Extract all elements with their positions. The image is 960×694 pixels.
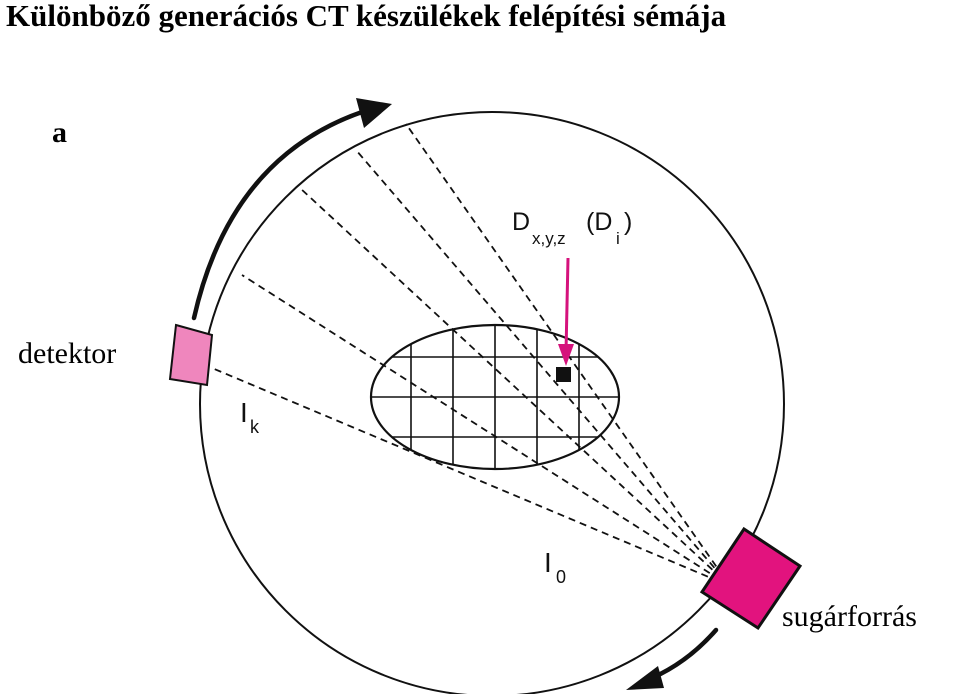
curved-arrow-icon	[626, 666, 664, 690]
detector-element	[168, 323, 214, 387]
beam-ray	[299, 187, 731, 587]
rotation-arrow-top	[191, 98, 392, 321]
intensity-0-label: I 0	[544, 547, 566, 587]
source-label: sugárforrás	[782, 600, 917, 633]
i0-sub: 0	[556, 567, 566, 587]
voxel-alt-close: )	[624, 208, 632, 236]
panel-label: a	[52, 116, 67, 149]
rotation-arrow-bottom	[626, 627, 719, 690]
curved-arrow-clockwise-icon	[356, 98, 392, 128]
beam-ray	[241, 274, 731, 587]
i0-main: I	[544, 547, 552, 578]
ik-sub: k	[250, 417, 260, 437]
selected-voxel	[556, 367, 571, 382]
voxel-label-main: D	[512, 208, 530, 236]
beam-ray	[211, 367, 731, 587]
intensity-k-label: I k	[240, 397, 260, 437]
voxel-alt-open: (D	[586, 208, 612, 236]
gantry-circle	[199, 111, 785, 694]
ik-main: I	[240, 397, 248, 428]
voxel-alt-sub: i	[616, 229, 620, 248]
voxel-density-label: D x,y,z (D i )	[512, 208, 632, 248]
voxel-label-sub: x,y,z	[532, 229, 566, 248]
diagram-title: Különböző generációs CT készülékek felép…	[6, 0, 727, 33]
x-ray-source	[699, 526, 803, 631]
detector-label: detektor	[18, 337, 116, 370]
object-ellipse	[369, 323, 621, 471]
voxel-pointer-arrow	[558, 257, 574, 366]
